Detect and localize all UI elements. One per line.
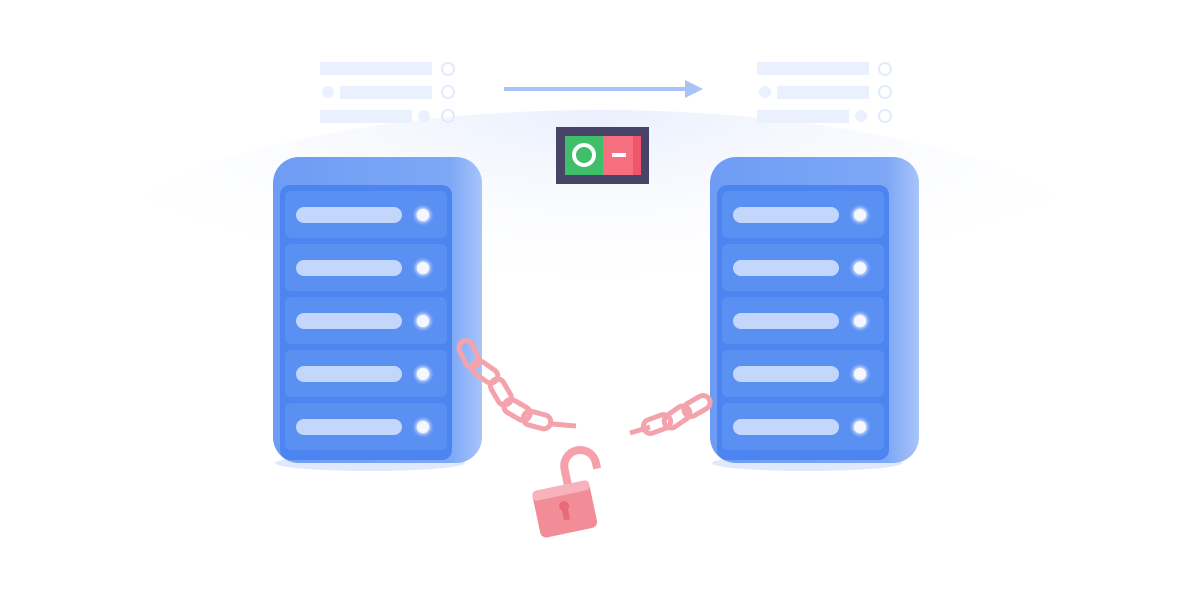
source-list bbox=[320, 62, 455, 123]
slot-bar bbox=[733, 366, 839, 382]
slot-bar bbox=[296, 313, 402, 329]
broken-chain-right bbox=[629, 393, 713, 436]
target-list bbox=[757, 62, 892, 123]
broken-chain-left bbox=[456, 338, 577, 432]
power-on-icon bbox=[572, 143, 596, 167]
power-off-icon bbox=[612, 153, 626, 157]
slot-bar bbox=[733, 419, 839, 435]
slot-bar bbox=[733, 313, 839, 329]
toggle-switch bbox=[556, 127, 649, 184]
slot-bar bbox=[733, 260, 839, 276]
slot-bar bbox=[296, 366, 402, 382]
slot-bar bbox=[296, 419, 402, 435]
arrow-right-icon bbox=[504, 80, 703, 98]
check-icon bbox=[441, 62, 455, 123]
unlocked-padlock-icon bbox=[532, 445, 602, 538]
slot-bar bbox=[296, 260, 402, 276]
target-server bbox=[710, 157, 919, 471]
check-icon bbox=[878, 62, 892, 123]
slot-bar bbox=[296, 207, 402, 223]
source-server bbox=[273, 157, 482, 471]
slot-bar bbox=[733, 207, 839, 223]
